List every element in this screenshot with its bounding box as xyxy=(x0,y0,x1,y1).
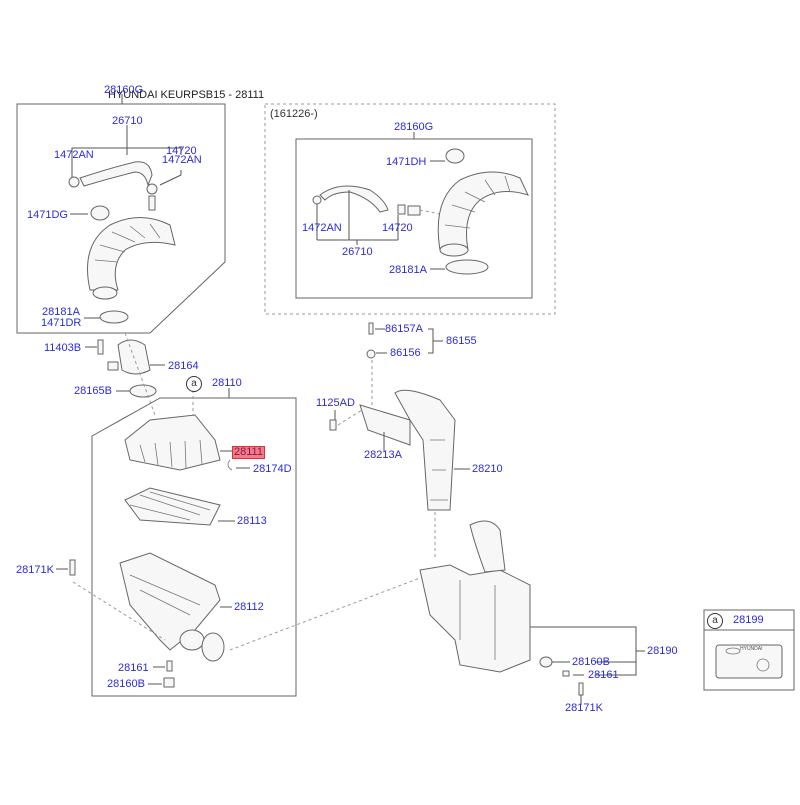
main-assembly-frame xyxy=(91,397,297,697)
label-28190[interactable]: 28190 xyxy=(647,645,678,657)
label-14720-left[interactable]: 14720 xyxy=(166,145,197,157)
label-26710-left[interactable]: 26710 xyxy=(112,115,143,127)
label-28161-right[interactable]: 28161 xyxy=(588,669,619,681)
label-14720-right[interactable]: 14720 xyxy=(382,222,413,234)
bolt-28171k-left xyxy=(69,559,76,576)
label-28210[interactable]: 28210 xyxy=(472,463,503,475)
left-group-frame xyxy=(16,103,226,334)
label-28161-left[interactable]: 28161 xyxy=(118,662,149,674)
body-seal xyxy=(201,632,225,662)
hyundai-label-sticker xyxy=(715,644,783,679)
label-26710-right[interactable]: 26710 xyxy=(342,246,373,258)
label-box-frame xyxy=(703,609,795,691)
label-28110[interactable]: 28110 xyxy=(212,377,242,389)
label-86155[interactable]: 86155 xyxy=(446,335,477,347)
grommet-left xyxy=(163,677,175,688)
label-28199[interactable]: 28199 xyxy=(733,614,764,626)
label-28160g-right[interactable]: 28160G xyxy=(394,121,434,133)
clamp-bottom-right xyxy=(445,259,489,275)
label-86157a[interactable]: 86157A xyxy=(385,323,423,335)
fitting-left xyxy=(148,195,156,211)
grommet-right xyxy=(539,656,553,668)
label-28171k-left[interactable]: 28171K xyxy=(16,564,54,576)
hyundai-sticker-text: HYUNDAI xyxy=(740,646,763,652)
air-duct xyxy=(394,389,456,511)
bolt-1125ad xyxy=(329,419,337,431)
intake-hose-left xyxy=(87,217,176,291)
label-28165b[interactable]: 28165B xyxy=(74,385,112,397)
clamp-small-right xyxy=(146,183,158,195)
diagram-title: HYUNDAI KEURPSB15 - 28111 xyxy=(108,89,265,101)
label-86156[interactable]: 86156 xyxy=(390,347,421,359)
label-1471dh[interactable]: 1471DH xyxy=(386,156,427,168)
hose-small-right xyxy=(319,185,389,213)
air-cleaner-body xyxy=(119,552,221,651)
clamp-top-right xyxy=(445,148,465,164)
label-28160b-left[interactable]: 28160B xyxy=(107,678,145,690)
air-filter xyxy=(124,487,221,526)
label-28160b-right[interactable]: 28160B xyxy=(572,656,610,668)
label-1471dg[interactable]: 1471DG xyxy=(27,209,68,221)
label-1471dr[interactable]: 1471DR xyxy=(41,317,82,329)
bolt-28171k-right xyxy=(578,682,584,696)
ref-marker-a: a xyxy=(186,376,202,392)
label-28112[interactable]: 28112 xyxy=(234,601,264,613)
label-28164[interactable]: 28164 xyxy=(168,360,199,372)
label-1125ad[interactable]: 1125AD xyxy=(316,397,355,409)
bolt-sensor xyxy=(97,339,104,355)
label-1472an-right-left-group[interactable]: 1472AN xyxy=(162,154,202,166)
clamp-bottom-left xyxy=(99,310,129,324)
resonator xyxy=(419,564,531,673)
clamp-top-left xyxy=(90,205,110,221)
right-group-dashed-frame xyxy=(264,103,556,315)
label-box-marker-a: a xyxy=(707,613,723,629)
label-28181a-right[interactable]: 28181A xyxy=(389,264,427,276)
air-cleaner-cover xyxy=(124,414,221,471)
label-28113[interactable]: 28113 xyxy=(237,515,267,527)
label-28181a-left[interactable]: 28181A xyxy=(42,306,80,318)
intake-hose-right xyxy=(437,171,529,251)
label-11403b[interactable]: 11403B xyxy=(44,342,82,354)
label-1472an-right[interactable]: 1472AN xyxy=(302,222,342,234)
label-28213a[interactable]: 28213A xyxy=(364,449,402,461)
gasket xyxy=(129,384,157,398)
duct-bracket xyxy=(359,404,411,446)
label-28111-highlighted[interactable]: 28111 xyxy=(232,446,265,459)
date-note: (161226-) xyxy=(270,108,318,120)
label-28171k-right[interactable]: 28171K xyxy=(565,702,603,714)
label-28160g-left[interactable]: 28160G xyxy=(104,84,144,96)
hose-small-left xyxy=(79,161,153,187)
label-28174d[interactable]: 28174D xyxy=(253,463,292,475)
clamp-small-left xyxy=(68,176,80,188)
label-1472an-left[interactable]: 1472AN xyxy=(54,149,94,161)
